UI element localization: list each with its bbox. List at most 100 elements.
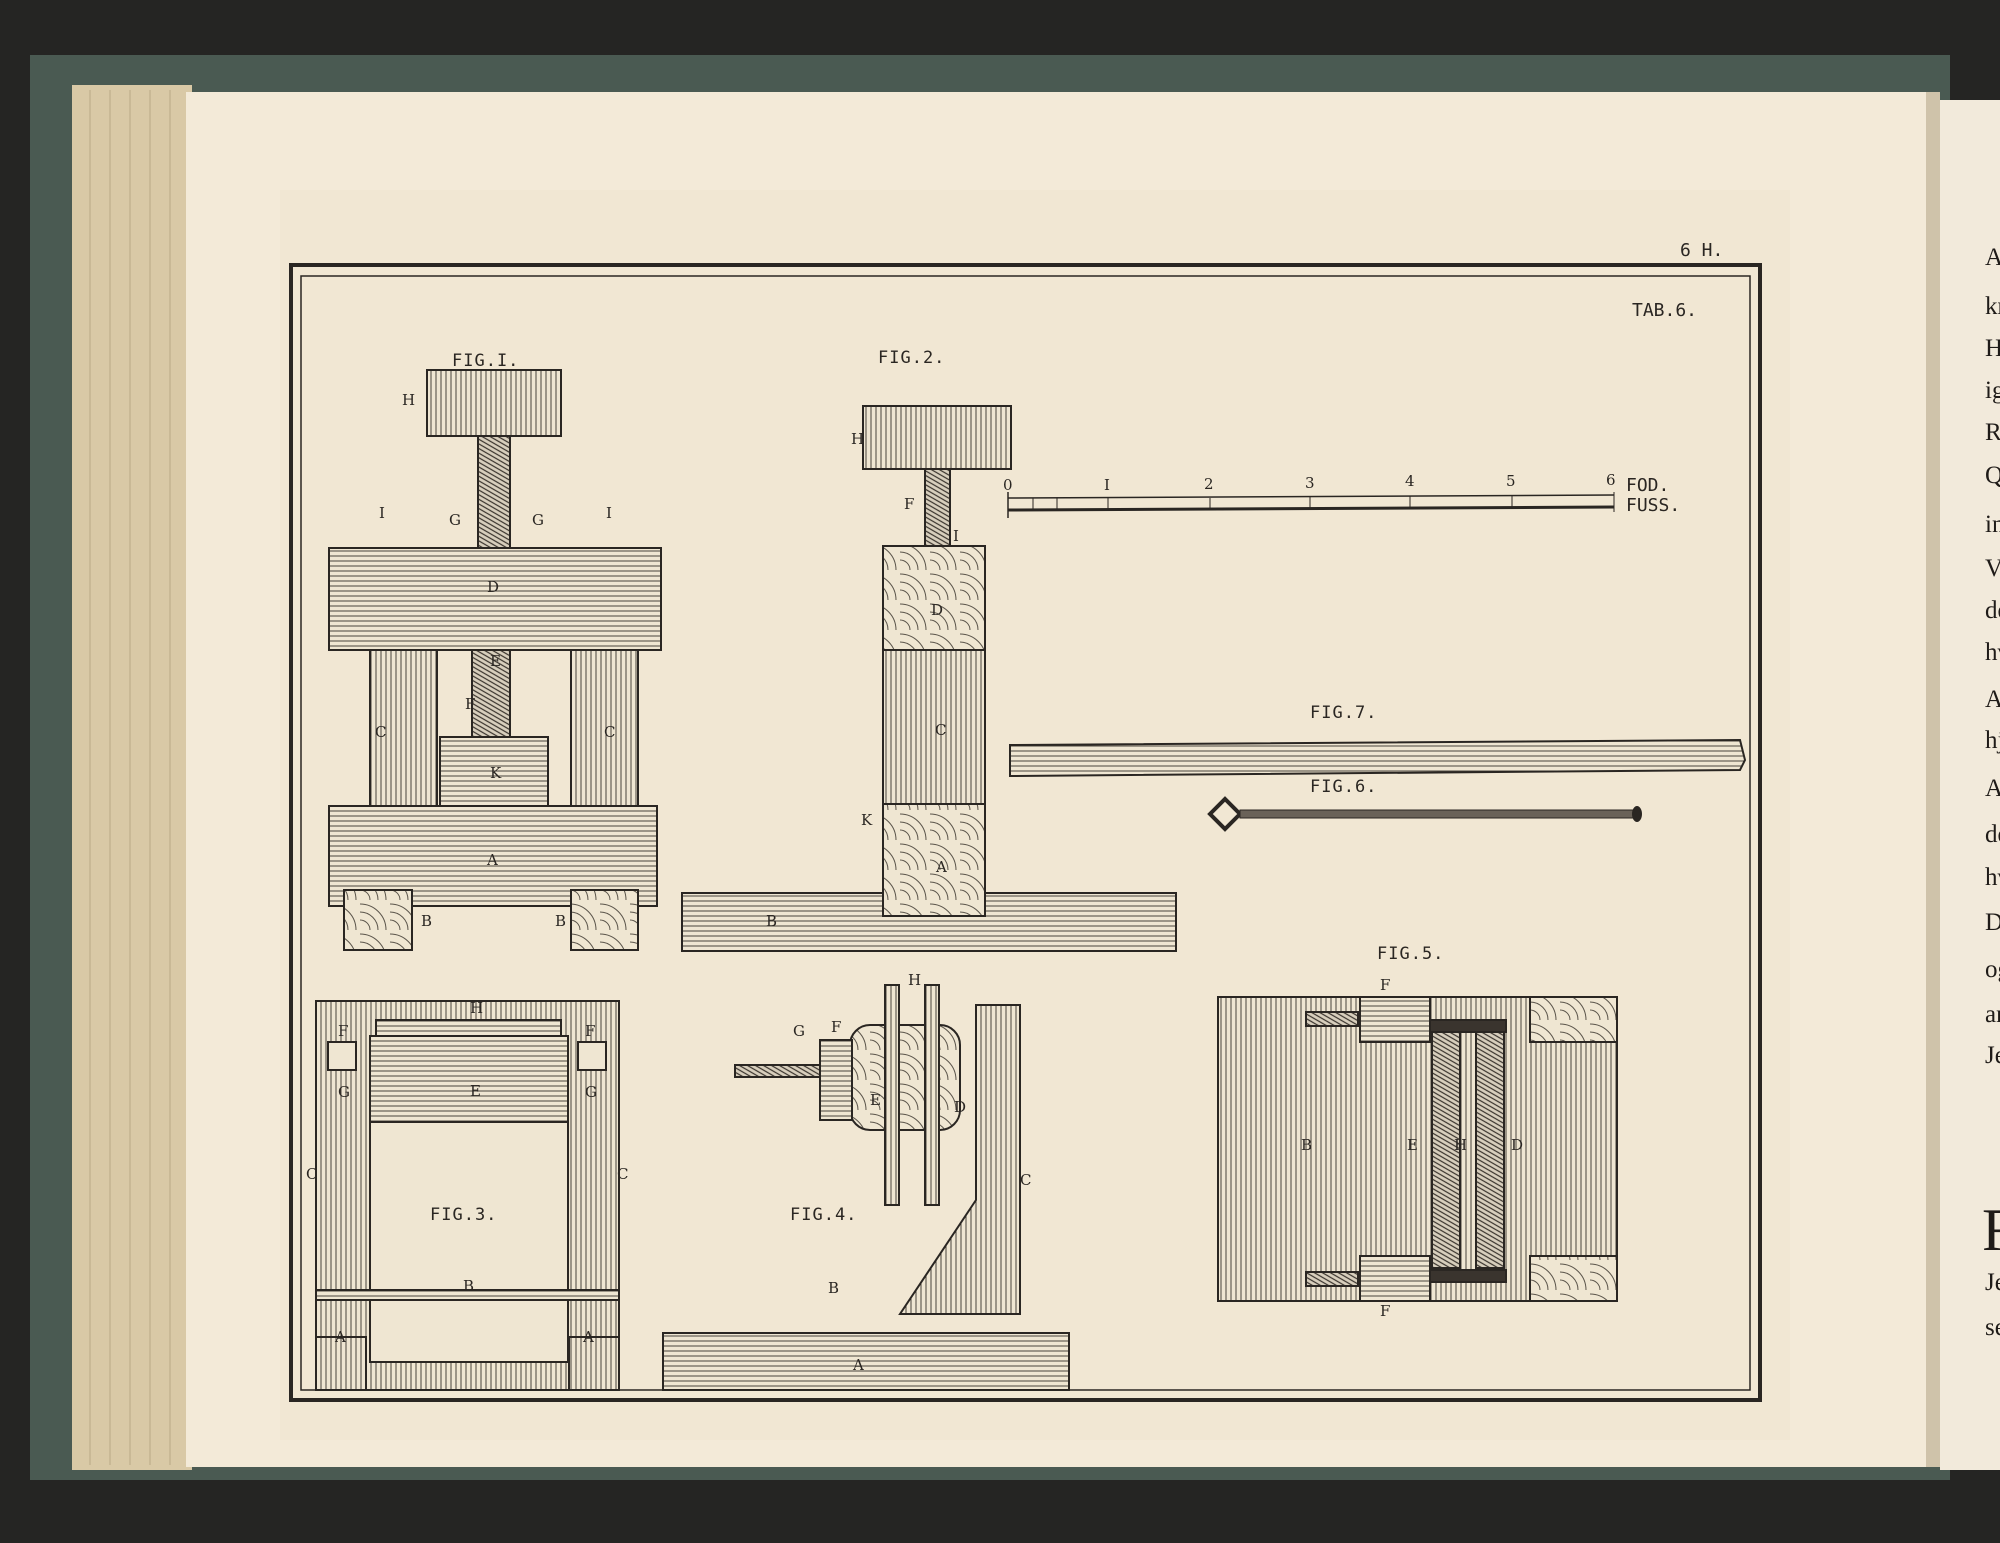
right-page-text: A kr H ig R Q in V de hv A hj A de hv D … (1982, 244, 2000, 1341)
label-text: C (617, 1165, 628, 1183)
label-text: D (931, 601, 943, 619)
label-text: og (1985, 956, 2000, 983)
figure-title: FIG.4. (790, 1205, 857, 1225)
label-text: 3 (1305, 474, 1315, 492)
label-text: 5 (1506, 472, 1516, 490)
label-text: R (1985, 419, 2000, 446)
figure-5-labels: F B E H D F (1301, 976, 1523, 1320)
label-text: I (953, 527, 959, 545)
label-text: de (1985, 597, 2000, 624)
label-text: A (1985, 244, 2000, 271)
label-text: B (555, 912, 566, 930)
figure-title: FIG.6. (1310, 777, 1377, 797)
label-text: de (1985, 821, 2000, 848)
label-text: B (1301, 1136, 1312, 1154)
label-text: hv (1985, 639, 2000, 666)
label-text: H (851, 430, 864, 448)
figure-4-labels: FIG.4. H G F E D C B A (790, 971, 1031, 1374)
label-text: hv (1985, 864, 2000, 891)
figure-7: FIG.7. (1009, 703, 1747, 778)
figure-title: FIG.7. (1310, 703, 1377, 723)
label-text: FOD. (1626, 475, 1669, 496)
label-text: H (908, 971, 921, 989)
label-text: D (1985, 909, 2000, 936)
figure-2: FIG.2. (681, 348, 1177, 952)
label-text: I (1104, 476, 1110, 494)
label-text: in (1985, 511, 2000, 538)
figure-6: FIG.6. (1207, 777, 1642, 832)
gutter (1926, 92, 1940, 1467)
figure-title: FIG.I. (452, 351, 519, 371)
figure-title: FIG.5. (1377, 944, 1444, 964)
label-text: C (604, 723, 615, 741)
label-text: A (935, 858, 947, 876)
table-label: TAB.6. (1632, 300, 1697, 321)
label-text: 6 (1606, 471, 1616, 489)
right-page (1940, 100, 2000, 1470)
label-text: H (1985, 335, 2000, 362)
page-edges (72, 85, 192, 1470)
label-text: E (470, 1082, 481, 1100)
label-text: D (954, 1098, 966, 1116)
label-text: C (935, 721, 946, 739)
label-text: C (1020, 1171, 1031, 1189)
label-text: se (1985, 1314, 2000, 1341)
label-text: F (904, 495, 914, 513)
label-text: A (582, 1328, 594, 1346)
label-text: hj (1985, 727, 2000, 754)
label-text: B (421, 912, 432, 930)
label-text: E (1407, 1136, 1418, 1154)
label-text: F (1982, 1197, 2000, 1263)
figure-2-labels: H F I D C K A B (766, 430, 959, 930)
label-text: ig (1985, 377, 2000, 404)
figure-title: FIG.3. (430, 1205, 497, 1225)
figure-5: FIG.5. (1217, 944, 1618, 1302)
label-text: D (487, 578, 499, 596)
label-text: 0 (1003, 476, 1013, 494)
label-text: F (831, 1018, 841, 1036)
label-text: K (490, 764, 502, 782)
label-text: ar (1985, 1001, 2000, 1028)
label-text: H (1454, 1136, 1467, 1154)
label-text: B (766, 912, 777, 930)
label-text: I (606, 504, 612, 522)
label-text: H (470, 999, 483, 1017)
label-text: F (338, 1022, 348, 1040)
label-text: I (379, 504, 385, 522)
label-text: B (828, 1279, 839, 1297)
label-text: 2 (1204, 475, 1214, 493)
label-text: A (486, 851, 498, 869)
figure-1: FIG.I. (328, 351, 662, 951)
label-text: G (585, 1083, 597, 1101)
figure-3-labels: FIG.3. H F F E G G C C B A A (306, 999, 628, 1346)
label-text: E (490, 652, 501, 670)
label-text: A (1985, 775, 2000, 802)
label-text: A (334, 1328, 346, 1346)
label-text: F (465, 695, 475, 713)
label-text: B (463, 1277, 474, 1295)
label-text: 4 (1405, 472, 1415, 490)
figure-title: FIG.2. (878, 348, 945, 368)
label-text: FUSS. (1626, 495, 1680, 516)
label-text: Je (1985, 1269, 2000, 1296)
label-text: C (375, 723, 386, 741)
scale-bar: 0 I 2 3 4 5 6 FOD. FUSS. (1003, 471, 1680, 518)
label-text: G (793, 1022, 805, 1040)
plate-outer-frame (289, 263, 1762, 1402)
label-text: F (1380, 976, 1390, 994)
label-text: E (870, 1091, 881, 1109)
label-text: G (449, 511, 461, 529)
label-text: C (306, 1165, 317, 1183)
label-text: kr (1985, 293, 2000, 320)
label-text: A (1985, 686, 2000, 713)
label-text: Je (1985, 1042, 2000, 1069)
page-number: 6 H. (1680, 240, 1723, 261)
label-text: D (1511, 1136, 1523, 1154)
figure-1-labels: H I G G I D E F C C K A B B (375, 391, 615, 930)
label-text: F (1380, 1302, 1390, 1320)
label-text: G (532, 511, 544, 529)
label-text: A (852, 1356, 864, 1374)
label-text: G (338, 1083, 350, 1101)
